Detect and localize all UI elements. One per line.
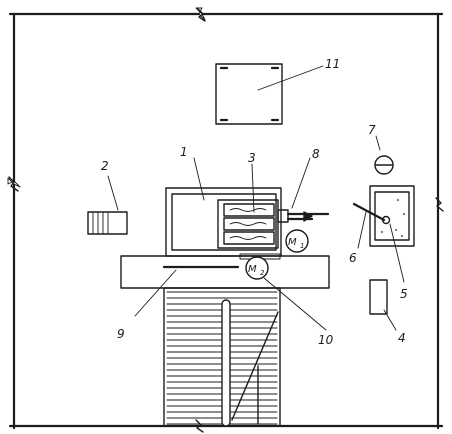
unit-5-container: [369, 185, 415, 283]
label-7: 7: [368, 123, 376, 137]
motor-m2-letter: M: [248, 264, 257, 275]
label-11: 11: [325, 57, 340, 71]
label-5: 5: [400, 287, 408, 301]
unit-2-block: [87, 175, 128, 235]
roller-conveyor: [163, 287, 281, 427]
label-8: 8: [312, 147, 320, 161]
motor-m1-sub: 1: [300, 242, 304, 250]
center-rail: [221, 299, 231, 427]
motor-m2: M 2: [245, 256, 327, 331]
conveyor-diagonal: [231, 311, 279, 421]
label-9: 9: [117, 327, 125, 341]
motor-m2-sub: 2: [260, 269, 265, 277]
label-1: 1: [180, 145, 188, 159]
motor-m1: M 1: [285, 229, 309, 253]
unit-3-boards: [217, 163, 279, 249]
unit-8-shaft: [277, 157, 330, 223]
unit-6-lever: [352, 202, 386, 249]
break-marks: [7, 7, 444, 433]
motor-m1-letter: M: [288, 237, 297, 248]
label-3: 3: [248, 151, 256, 165]
label-10: 10: [318, 333, 334, 347]
unit-11-box: [215, 63, 324, 125]
label-6: 6: [349, 251, 357, 265]
label-2: 2: [101, 159, 109, 173]
unit-7-circle: [374, 135, 394, 175]
unit-4-block: [369, 279, 397, 331]
label-4: 4: [398, 331, 406, 345]
